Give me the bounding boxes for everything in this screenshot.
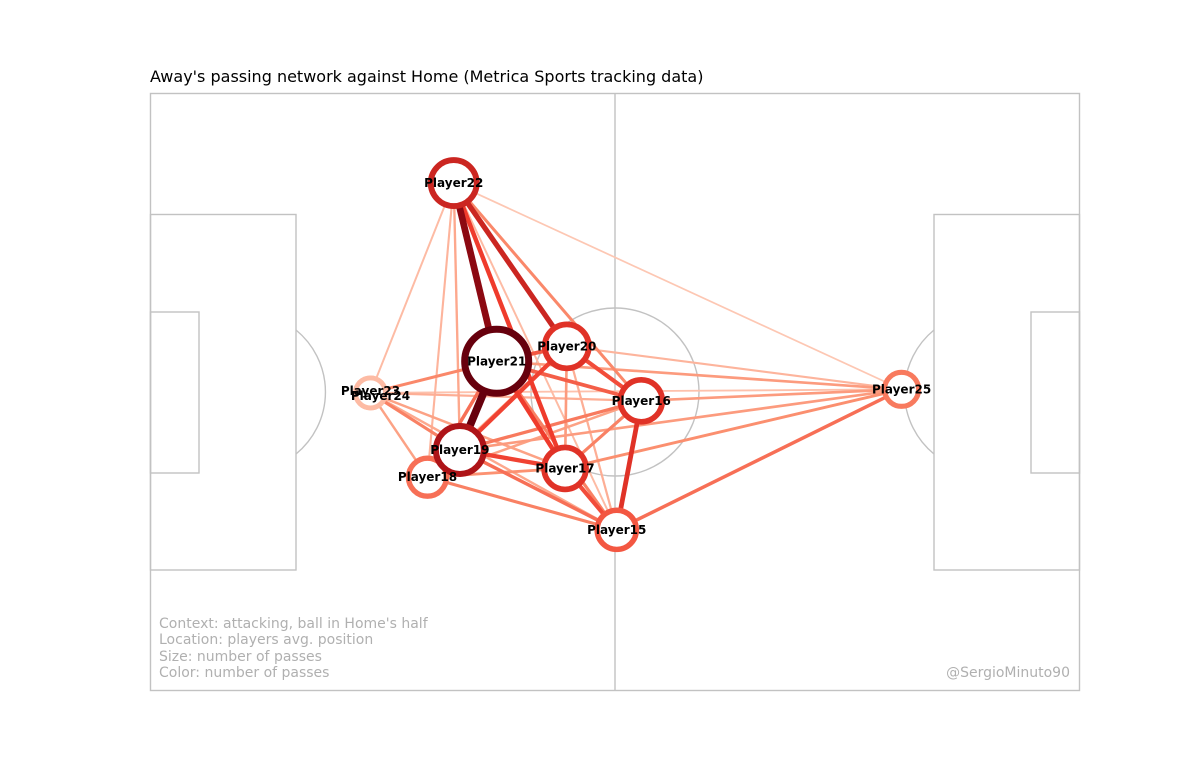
pass-edge-player22-player15	[452, 182, 618, 531]
pass-edge-player15-player25	[615, 387, 903, 532]
pass-edge-player22-player25	[453, 182, 902, 391]
pass-edge-player16-player23	[370, 391, 642, 402]
pass-edge-player19-player15	[459, 448, 618, 532]
player-label-player17: Player17	[535, 461, 594, 475]
right-goal-area	[1030, 311, 1081, 474]
player-label-player16: Player16	[612, 394, 671, 408]
pass-edge-player22-player23	[369, 182, 455, 394]
player-label-player18: Player18	[398, 470, 457, 484]
player-node-player20	[541, 321, 592, 372]
player-label-player19: Player19	[430, 443, 489, 457]
note-color: Color: number of passes	[159, 665, 329, 681]
pass-edge-player22-player16	[452, 182, 643, 402]
pass-edge-player17-player25	[564, 387, 902, 470]
player-label-player15: Player15	[587, 523, 646, 537]
credit: @SergioMinuto90	[946, 665, 1070, 681]
player-label-player22: Player22	[424, 176, 483, 190]
player-node-player24	[353, 375, 388, 411]
player-node-player17	[541, 444, 589, 493]
player-label-player25: Player25	[872, 382, 931, 396]
pass-edge-player20-player25	[566, 345, 902, 391]
player-label-player23: Player23	[341, 384, 400, 398]
chart-notes: Context: attacking, ball in Home's half …	[159, 616, 1070, 681]
note-context: Context: attacking, ball in Home's half	[159, 616, 429, 632]
pass-edge-player22-player17	[451, 182, 568, 470]
player-node-player16	[617, 376, 666, 425]
player-node-player25	[882, 369, 922, 409]
player-node-player22	[427, 157, 480, 209]
player-node-player18	[405, 455, 450, 499]
right-penalty-area	[933, 213, 1081, 571]
left-penalty-arc	[295, 329, 327, 455]
left-penalty-area	[149, 213, 297, 571]
player-node-player15	[594, 507, 640, 553]
player-label-player20: Player20	[537, 339, 596, 353]
player-label-player24: Player24	[351, 389, 410, 403]
chart-title: Away's passing network against Home (Met…	[150, 67, 704, 86]
pass-edge-player22-player20	[451, 181, 569, 348]
player-node-player19	[432, 422, 487, 477]
pass-edge-player16-player25	[641, 388, 902, 403]
left-goal-area	[149, 311, 200, 474]
pass-edge-player19-player25	[459, 388, 902, 452]
player-node-player21	[461, 325, 533, 397]
note-size: Size: number of passes	[159, 649, 322, 665]
pass-edge-player22-player19	[452, 183, 462, 450]
note-location: Location: players avg. position	[159, 632, 373, 648]
pitch	[149, 92, 1081, 692]
pass-edge-player20-player15	[565, 346, 618, 531]
player-label-player21: Player21	[467, 354, 526, 368]
pass-edge-player18-player15	[427, 475, 618, 532]
